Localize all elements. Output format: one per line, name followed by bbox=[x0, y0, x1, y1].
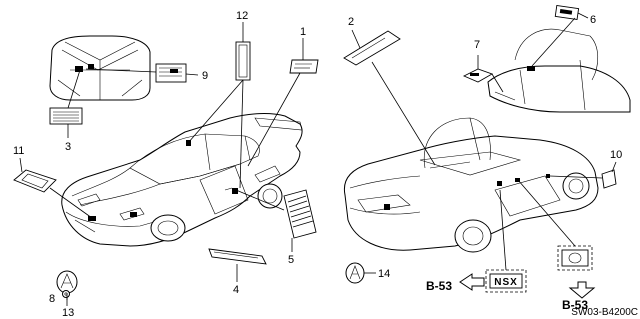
part-11-label bbox=[13, 169, 57, 193]
callout-5: 5 bbox=[288, 254, 294, 266]
callout-11: 11 bbox=[13, 145, 24, 157]
part-4-label bbox=[208, 248, 267, 265]
nsx-badge-group: NSX bbox=[485, 269, 527, 293]
part-14-emblem bbox=[345, 262, 365, 284]
callout-14: 14 bbox=[378, 268, 390, 280]
part-2-label bbox=[343, 30, 401, 66]
rear-car-illustration bbox=[343, 117, 599, 253]
callout-3: 3 bbox=[65, 141, 71, 153]
part-8-emblem bbox=[56, 270, 78, 294]
b53-right-arrow-icon bbox=[568, 281, 596, 299]
engine-lid-inset bbox=[49, 35, 151, 101]
callout-4: 4 bbox=[233, 284, 239, 296]
acura-badge-group bbox=[557, 245, 593, 271]
callout-9: 9 bbox=[202, 70, 208, 82]
callout-7: 7 bbox=[474, 39, 480, 51]
part-12-label bbox=[235, 41, 251, 81]
callout-1: 1 bbox=[300, 26, 306, 38]
leader-lines bbox=[19, 12, 617, 306]
front-car-illustration bbox=[61, 113, 303, 247]
callout-2: 2 bbox=[348, 16, 354, 28]
part-10-label bbox=[601, 169, 617, 189]
callout-10: 10 bbox=[610, 149, 622, 161]
part-13-washer bbox=[62, 290, 70, 298]
part-3-label bbox=[49, 107, 83, 125]
part-9-label bbox=[155, 63, 187, 83]
callout-12: 12 bbox=[236, 10, 248, 22]
part-7-label bbox=[462, 68, 494, 83]
nsx-badge-text: NSX bbox=[494, 277, 518, 288]
callout-6: 6 bbox=[590, 14, 596, 26]
part-5-label bbox=[283, 189, 317, 239]
b53-left-arrow-icon bbox=[459, 273, 485, 291]
trunk-inset bbox=[487, 28, 631, 113]
reference-b53-right: B-53 bbox=[562, 298, 588, 312]
reference-b53-left: B-53 bbox=[426, 279, 452, 293]
callout-13: 13 bbox=[62, 307, 74, 319]
part-6-label bbox=[554, 5, 580, 20]
part-1-label bbox=[289, 59, 319, 74]
diagram-code: SW03-B4200C bbox=[571, 307, 638, 318]
callout-8: 8 bbox=[49, 293, 55, 305]
